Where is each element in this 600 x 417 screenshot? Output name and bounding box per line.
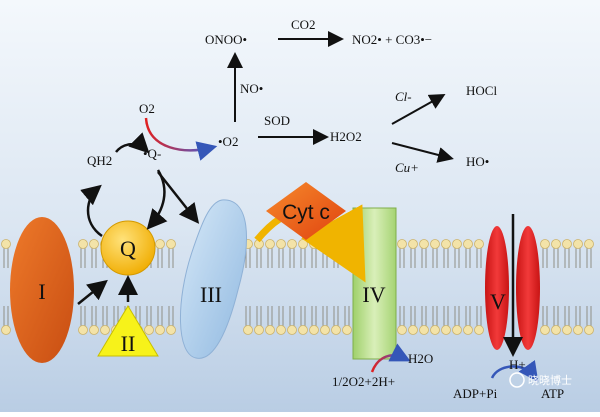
complex-iii-label: III xyxy=(200,282,222,307)
cytochrome-c[interactable]: Cyt c xyxy=(254,182,366,283)
hocl-label: HOCl xyxy=(466,83,497,98)
co2-label: CO2 xyxy=(291,17,316,32)
complex-ii-label: II xyxy=(121,331,136,356)
lipid-bilayer xyxy=(1,239,594,335)
products-label: NO2• + CO3•− xyxy=(352,32,432,47)
cu-label: Cu+ xyxy=(395,160,419,175)
superoxide-label: •O2 xyxy=(218,134,238,149)
atp-label: ATP xyxy=(541,386,564,401)
complex-v[interactable]: V xyxy=(485,214,540,357)
half-o2-label: 1/2O2+2H+ xyxy=(332,374,395,389)
sod-label: SOD xyxy=(264,113,290,128)
complex-iv-label: IV xyxy=(362,282,385,307)
complex-v-label: V xyxy=(490,289,506,314)
complex-iii[interactable]: III xyxy=(180,199,247,359)
wechat-icon xyxy=(509,372,525,388)
ubiquinone-q[interactable]: Q xyxy=(100,220,156,276)
q-radical-label: •Q- xyxy=(143,146,161,161)
qh2-label: QH2 xyxy=(87,153,112,168)
cl-label: Cl- xyxy=(395,89,412,104)
cytc-label: Cyt c xyxy=(282,201,330,224)
ros-arrows xyxy=(227,31,454,163)
atp-synthesis-arrow xyxy=(490,360,539,383)
h2o-label: H2O xyxy=(408,351,433,366)
complex-i[interactable]: I xyxy=(10,217,74,363)
watermark: 晓晓博士 xyxy=(509,372,572,388)
q-to-superoxide-arrow xyxy=(144,117,218,161)
h-plus-label: H+ xyxy=(509,357,526,372)
water-formation-arrow xyxy=(370,343,411,373)
onoo-label: ONOO• xyxy=(205,32,247,47)
complex-ii[interactable]: II xyxy=(97,305,159,357)
h2o2-label: H2O2 xyxy=(330,129,362,144)
o2-label: O2 xyxy=(139,101,155,116)
ho-label: HO• xyxy=(466,154,489,169)
adp-label: ADP+Pi xyxy=(453,386,498,401)
complex-iv[interactable]: IV xyxy=(352,207,397,360)
no-label: NO• xyxy=(240,81,263,96)
complex-i-label: I xyxy=(38,279,45,304)
q-cycle-arrows xyxy=(77,132,200,305)
watermark-text: 晓晓博士 xyxy=(528,374,572,387)
q-label: Q xyxy=(120,236,136,261)
